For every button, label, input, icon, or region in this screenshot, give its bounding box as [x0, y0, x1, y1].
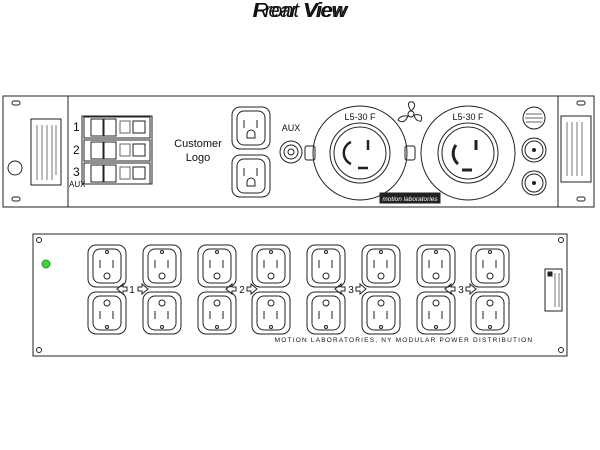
rear-outlet[interactable]: [251, 291, 291, 335]
front-panel: 1 2 3 AUX Customer Logo AUX: [2, 95, 595, 208]
rear-screw: [36, 347, 42, 353]
breaker-3[interactable]: [83, 162, 151, 185]
breaker-block: [81, 115, 153, 185]
front-duplex-outlet-top[interactable]: [231, 106, 271, 150]
twistlock-receptacle-2[interactable]: [420, 105, 516, 201]
rear-panel: MOTION LABORATORIES, NY MODULAR POWER DI…: [32, 233, 568, 357]
rear-outlet[interactable]: [470, 244, 510, 288]
rack-slot: [11, 100, 21, 106]
breaker-aux-label: AUX: [69, 180, 86, 189]
front-view-title: Front View: [252, 0, 348, 22]
circuit-arrow-3a: [334, 282, 367, 296]
front-faceplate: [2, 95, 595, 208]
rear-screw: [36, 237, 42, 243]
rear-screw: [558, 347, 564, 353]
brand-plate-text: motion laboratories: [382, 196, 438, 203]
speaker-grill: [522, 106, 546, 130]
rear-outlet[interactable]: [416, 291, 456, 335]
coax-connector-top[interactable]: [521, 137, 547, 163]
circuit-arrow-2: [225, 282, 258, 296]
twistlock-receptacle-1[interactable]: [304, 105, 416, 201]
right-label-plate: [560, 115, 592, 183]
power-led: [41, 259, 51, 269]
customer-logo-line-1: Customer: [174, 138, 222, 150]
aux-connector[interactable]: [279, 140, 303, 164]
twistlock-label-1: L5-30 F: [344, 112, 376, 122]
rack-slot: [576, 196, 586, 202]
rack-slot: [11, 196, 21, 202]
breaker-label-2: 2: [73, 143, 80, 157]
rear-outlet[interactable]: [306, 244, 346, 288]
breaker-label-1: 1: [73, 120, 80, 134]
twistlock-label-2: L5-30 F: [452, 112, 484, 122]
circuit-arrow-3b: [444, 282, 477, 296]
left-label-plate: [7, 118, 62, 186]
front-duplex-outlet-bottom[interactable]: [231, 154, 271, 198]
rear-info-label: [544, 268, 563, 312]
fan-logo-icon: [397, 101, 423, 123]
breaker-1[interactable]: [83, 116, 151, 139]
rear-outlet[interactable]: [197, 244, 237, 288]
rear-screw: [558, 237, 564, 243]
front-inner-panel: [67, 95, 559, 208]
rear-outlet[interactable]: [197, 291, 237, 335]
customer-logo-line-2: Logo: [186, 152, 210, 164]
rear-outlet[interactable]: [361, 244, 401, 288]
circuit-label-2: 2: [239, 285, 245, 296]
ul-logo-icon: [7, 160, 23, 176]
circuit-label-1: 1: [129, 285, 135, 296]
rear-outlet[interactable]: [142, 244, 182, 288]
rear-outlet[interactable]: [416, 244, 456, 288]
rear-faceplate: [32, 233, 568, 357]
breaker-label-3: 3: [73, 165, 80, 179]
rear-outlet[interactable]: [470, 291, 510, 335]
circuit-label-3a: 3: [348, 285, 354, 296]
circuit-arrow-1: [116, 282, 149, 296]
rack-slot: [576, 100, 586, 106]
rear-outlet-grid: [87, 244, 510, 335]
brand-plate: [379, 192, 441, 204]
rear-outlet[interactable]: [142, 291, 182, 335]
rear-outlet[interactable]: [251, 244, 291, 288]
rear-outlet[interactable]: [361, 291, 401, 335]
aux-label: AUX: [282, 123, 301, 133]
circuit-label-3b: 3: [458, 285, 464, 296]
rear-view-title: Rear View: [254, 0, 346, 22]
rear-outlet[interactable]: [306, 291, 346, 335]
coax-connector-bottom[interactable]: [521, 170, 547, 196]
breaker-2[interactable]: [83, 139, 151, 162]
rear-footer-text: MOTION LABORATORIES, NY MODULAR POWER DI…: [275, 337, 534, 344]
rear-outlet[interactable]: [87, 244, 127, 288]
rear-outlet[interactable]: [87, 291, 127, 335]
